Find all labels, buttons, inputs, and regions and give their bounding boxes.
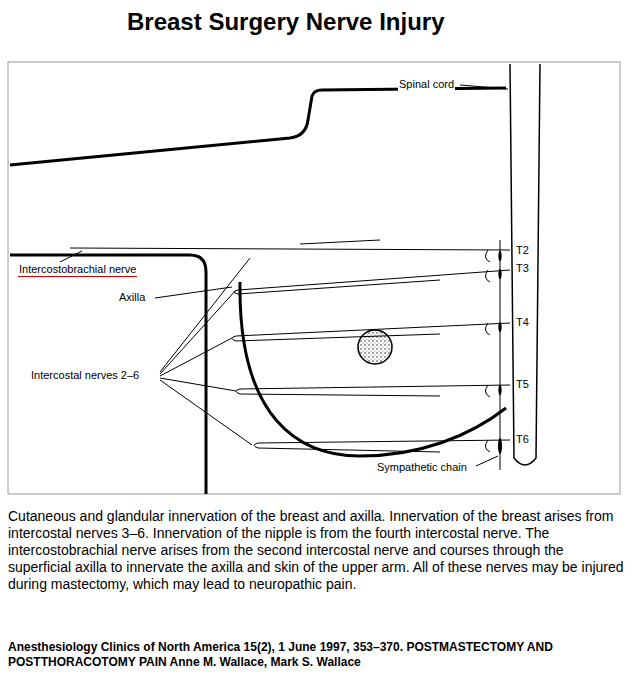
dorsal-rami xyxy=(485,250,490,452)
figure-caption: Cutaneous and glandular innervation of t… xyxy=(8,508,630,593)
level-label: T2 xyxy=(515,244,530,257)
figure-frame xyxy=(8,62,620,494)
arm-outline xyxy=(10,88,506,165)
part-label: Intercostobrachial nerve xyxy=(18,263,137,277)
citation: Anesthesiology Clinics of North America … xyxy=(8,640,608,670)
part-label: Intercostal nerves 2–6 xyxy=(30,369,140,382)
breast-outline xyxy=(240,282,506,456)
part-label: Sympathetic chain xyxy=(376,461,468,474)
nipple xyxy=(358,330,392,364)
ganglia xyxy=(498,251,502,454)
part-label: Spinal cord xyxy=(398,78,455,91)
part-label: Axilla xyxy=(118,291,146,304)
diagram-title: Breast Surgery Nerve Injury xyxy=(127,8,444,36)
chest-wall-outline xyxy=(10,255,206,494)
spinal-cord xyxy=(510,64,540,465)
level-label: T4 xyxy=(515,316,530,329)
level-label: T3 xyxy=(515,262,530,275)
level-label: T5 xyxy=(515,378,530,391)
level-label: T6 xyxy=(515,433,530,446)
